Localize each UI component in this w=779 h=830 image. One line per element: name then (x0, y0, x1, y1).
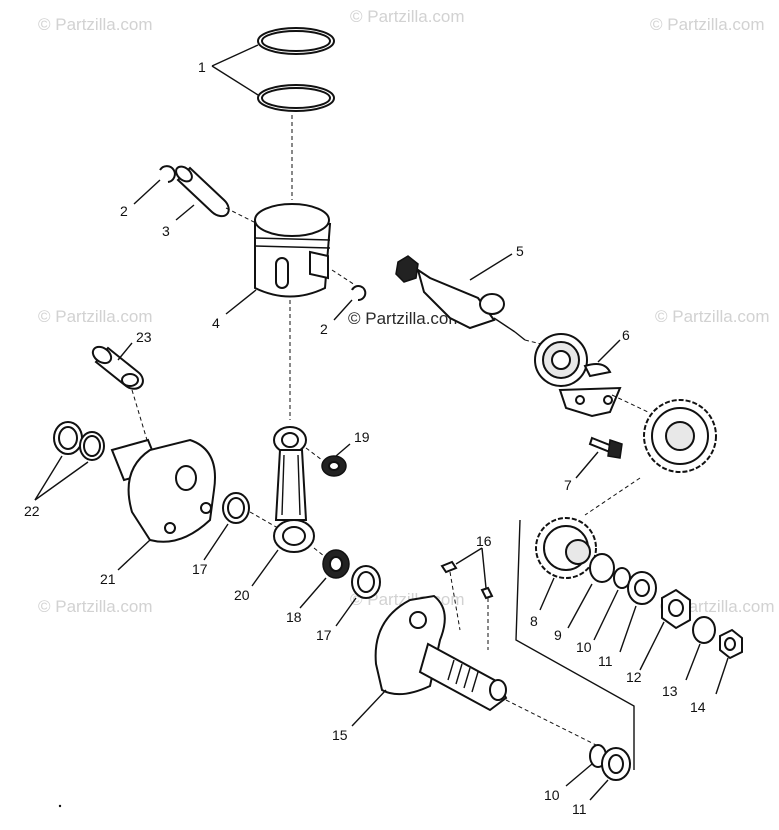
callout-23: 23 (136, 329, 152, 345)
callout-16: 16 (476, 533, 492, 549)
callout-21: 21 (100, 571, 116, 587)
watermark: © Partzilla.com (38, 15, 153, 34)
callout-9: 9 (554, 627, 562, 643)
callout-6: 6 (622, 327, 630, 343)
gear-large (643, 399, 717, 473)
small-end-bearing (321, 455, 347, 477)
bolt (588, 436, 623, 459)
watermark: © Partzilla.com (38, 597, 153, 616)
callout-19: 19 (354, 429, 370, 445)
callout-17: 17 (192, 561, 208, 577)
watermark: © Partzilla.com (350, 7, 465, 26)
callout-17: 17 (316, 627, 332, 643)
callout-14: 14 (690, 699, 706, 715)
piston-pin (175, 165, 230, 218)
washer-13 (692, 616, 716, 644)
circlip-left (159, 165, 176, 183)
bearing-small (627, 571, 657, 605)
circlip-right (351, 285, 367, 302)
callout-2: 2 (320, 321, 328, 337)
callout-1: 1 (198, 59, 206, 75)
crankshaft-half-right (374, 594, 508, 712)
retainer-plate (558, 363, 622, 418)
watermark: © Partzilla.com (38, 307, 153, 326)
nut-14 (719, 628, 743, 660)
bearing (534, 333, 588, 387)
callout-13: 13 (662, 683, 678, 699)
woodruff-key (480, 586, 494, 600)
callout-12: 12 (626, 669, 642, 685)
crank-pin (91, 345, 144, 390)
callout-10: 10 (576, 639, 592, 655)
callout-11: 11 (572, 801, 587, 817)
callout-8: 8 (530, 613, 538, 629)
callout-4: 4 (212, 315, 220, 331)
callout-5: 5 (516, 243, 524, 259)
crankshaft-half-left (110, 438, 216, 543)
lock-nut (661, 588, 691, 630)
callout-20: 20 (234, 587, 250, 603)
callout-11: 11 (598, 653, 613, 669)
crank-seals (53, 421, 105, 461)
woodruff-key (440, 560, 458, 574)
callout-2: 2 (120, 203, 128, 219)
bearing-lower (601, 747, 631, 781)
callout-7: 7 (564, 477, 572, 493)
callout-18: 18 (286, 609, 302, 625)
callout-22: 22 (24, 503, 40, 519)
piston (254, 203, 332, 298)
watermark: © Partzilla.com (348, 309, 463, 328)
callout-15: 15 (332, 727, 348, 743)
washer (589, 553, 615, 583)
output-shaft (395, 255, 526, 341)
callout-3: 3 (162, 223, 170, 239)
callout-10: 10 (544, 787, 560, 803)
piston-rings (257, 27, 335, 112)
watermark: © Partzilla.com (650, 15, 765, 34)
big-end-bearing (322, 549, 350, 579)
watermark: © Partzilla.com (655, 307, 770, 326)
gear-small (535, 517, 597, 579)
connecting-rod (273, 426, 315, 553)
